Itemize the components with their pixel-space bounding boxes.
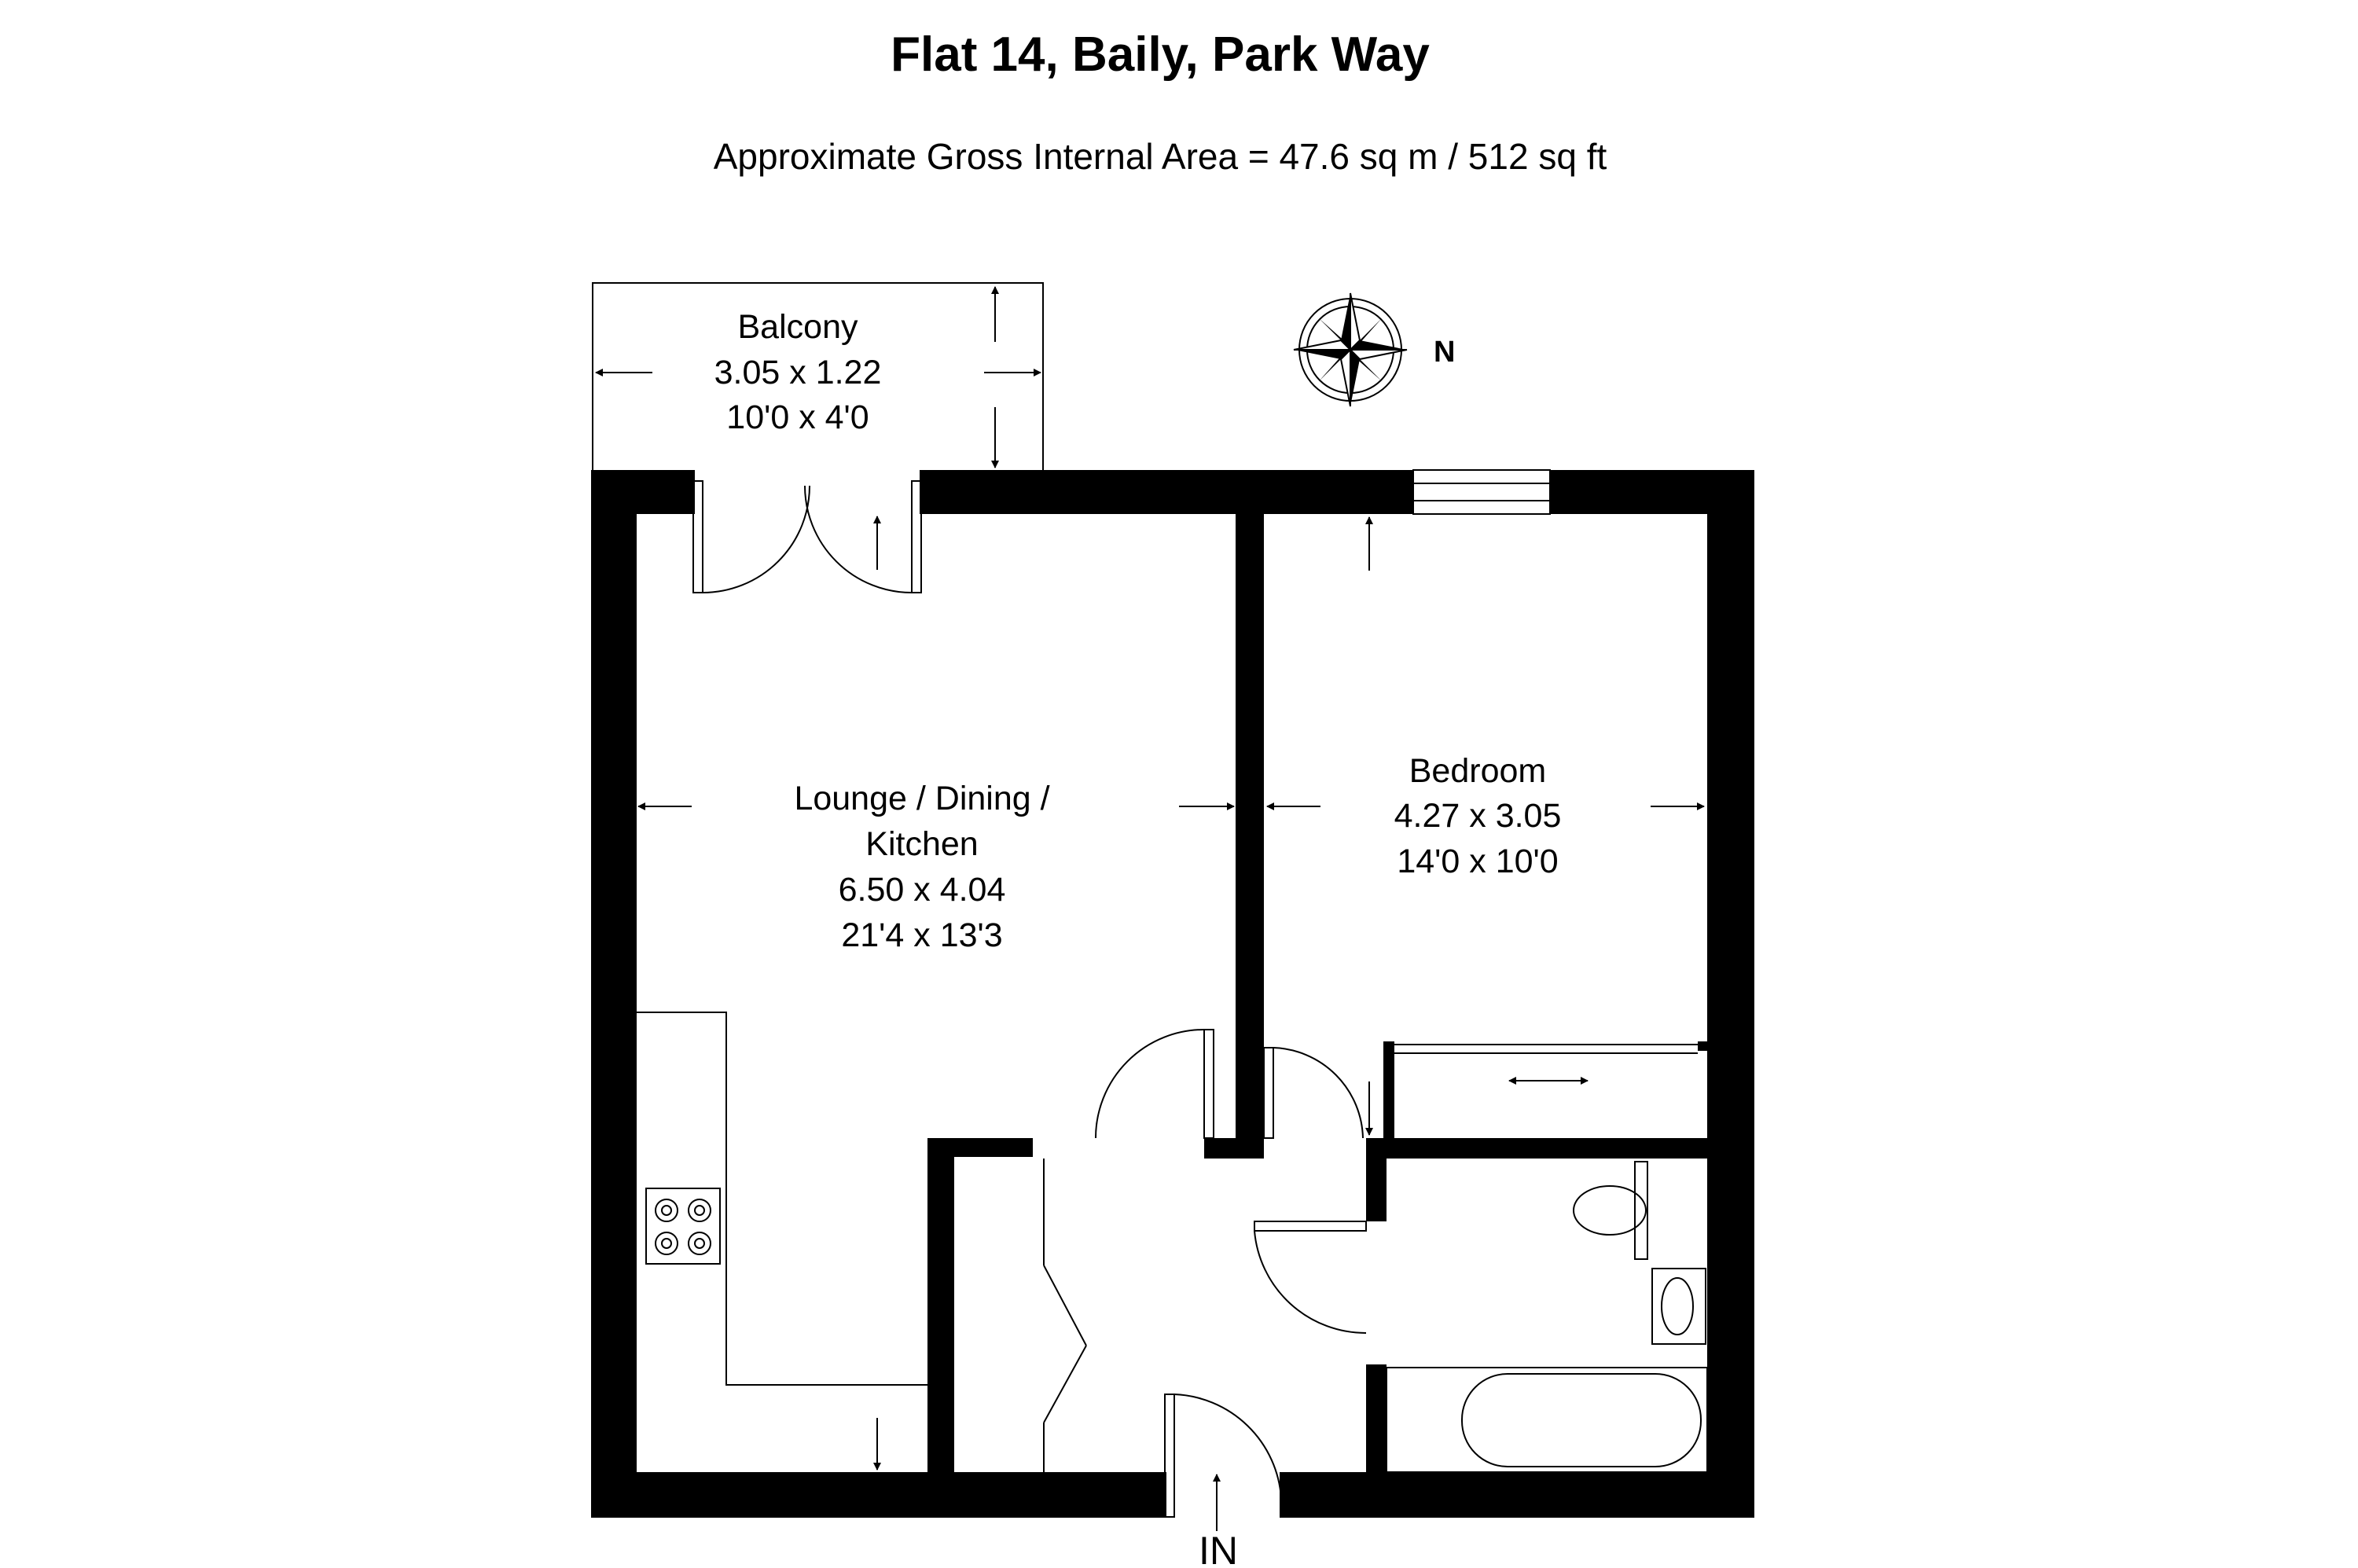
interior-walls [927,514,1707,1472]
lounge-name-line2: Kitchen [865,825,978,863]
bedroom-metric: 4.27 x 3.05 [1394,797,1562,835]
lounge-door [1095,1029,1214,1139]
lounge-label: Lounge / Dining / Kitchen 6.50 x 4.04 21… [794,780,1049,954]
bedroom-door [1263,1047,1364,1139]
lounge-metric: 6.50 x 4.04 [839,871,1006,909]
balcony-label: Balcony 3.05 x 1.22 10'0 x 4'0 [714,308,882,436]
outer-walls [591,470,1754,1518]
hall-cupboard-doors [1043,1159,1087,1472]
compass-north-label: N [1434,336,1455,369]
area-summary: Approximate Gross Internal Area = 47.6 s… [714,136,1607,177]
hob-icon [645,1188,721,1265]
dimension-arrows [595,286,1705,1531]
plan-title: Flat 14, Baily, Park Way [891,28,1430,82]
balcony-metric: 3.05 x 1.22 [714,354,882,391]
bedroom-name: Bedroom [1409,752,1546,790]
toilet-icon [1573,1161,1648,1260]
entrance-door [1164,1394,1282,1518]
balcony-double-door [692,480,922,593]
kitchen-worktop [637,1012,927,1386]
balcony-name: Balcony [738,308,858,346]
entrance-label: IN [1199,1529,1238,1568]
balcony-outline [592,282,1044,472]
bedroom-window [1412,469,1551,515]
lounge-name-line1: Lounge / Dining / [794,780,1049,817]
compass-icon [1293,292,1408,407]
balcony-imperial: 10'0 x 4'0 [726,398,869,436]
bathroom-door [1254,1221,1367,1335]
bathtub-icon [1386,1367,1708,1473]
bedroom-label: Bedroom 4.27 x 3.05 14'0 x 10'0 [1394,752,1562,880]
lounge-imperial: 21'4 x 13'3 [841,916,1002,954]
basin-icon [1651,1268,1706,1345]
bedroom-wardrobe [1383,1041,1707,1138]
bedroom-imperial: 14'0 x 10'0 [1397,843,1558,880]
